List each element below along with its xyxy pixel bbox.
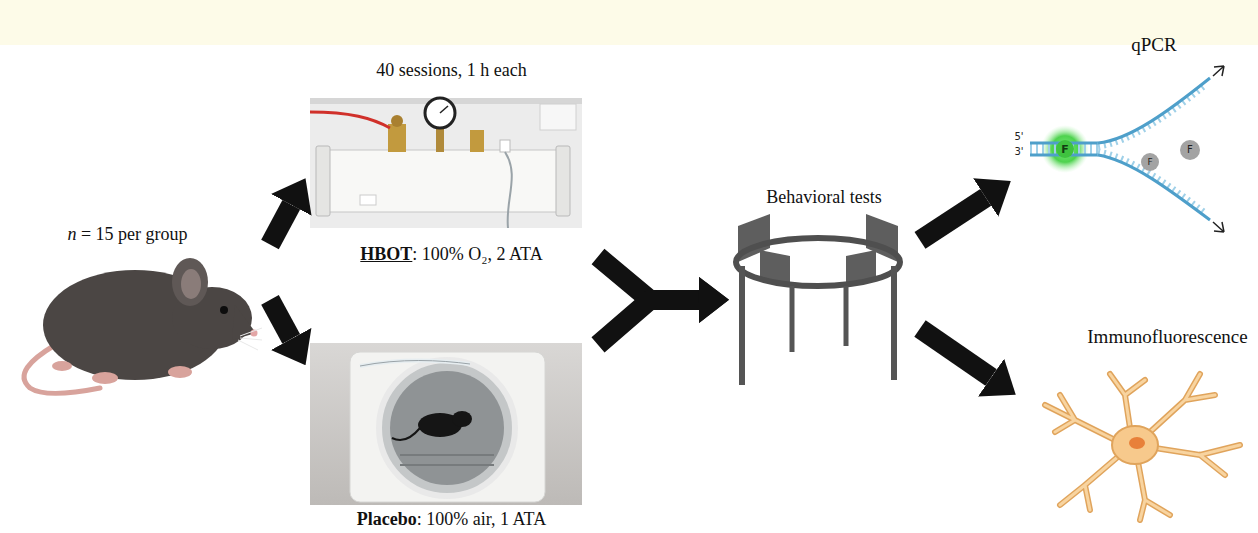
neuron-illustration-part — [1112, 426, 1158, 464]
maze-illustration-part — [891, 266, 897, 380]
block-arrow — [270, 205, 291, 245]
qpcr-illustration-part — [1141, 153, 1159, 171]
qpcr-illustration-part — [1098, 78, 1210, 143]
hbot-chamber-photo-part — [470, 130, 484, 152]
hbot-chamber-photo-part — [556, 146, 570, 216]
node-label-part: Placebo — [357, 509, 417, 529]
qpcr-illustration-part — [1213, 66, 1224, 76]
mouse-illustration-part — [172, 258, 208, 306]
hbot-chamber-photo-part — [322, 150, 562, 212]
hbot-chamber-photo-part — [310, 112, 390, 128]
qpcr-illustration-part — [1030, 144, 1098, 154]
mouse-illustration-part — [168, 366, 192, 378]
mouse-illustration-part — [52, 361, 72, 371]
node-label-part: n — [67, 224, 76, 244]
qpcr-illustration-part — [1213, 222, 1224, 232]
maze-illustration-part — [739, 266, 745, 385]
placebo-chamber-photo-part — [390, 371, 504, 485]
hbot-chamber-photo-part — [391, 115, 403, 127]
hbot-chamber-photo-part — [440, 106, 448, 113]
mouse-group: n = 15 per group — [15, 222, 270, 395]
placebo-chamber-photo-part — [360, 361, 470, 367]
hbot-chamber-photo — [310, 98, 582, 228]
neuron-illustration-part — [1045, 374, 1240, 520]
node-label: 40 sessions, 1 h each — [305, 60, 598, 81]
qpcr-illustration — [1030, 66, 1224, 232]
hbot-chamber-photo-part — [388, 124, 406, 152]
block-arrow — [920, 197, 986, 240]
immunofluorescence-panel: Immunofluorescence — [1015, 322, 1258, 528]
maze-illustration-part — [736, 238, 900, 286]
placebo-chamber: Placebo: 100% air, 1 ATA — [305, 335, 598, 531]
hbot-chamber-photo-part — [540, 104, 576, 130]
placebo-chamber-photo-part — [400, 455, 494, 465]
qpcr-illustration-part — [1180, 140, 1200, 160]
hbot-chamber-photo-part — [500, 140, 510, 152]
placebo-chamber-photo-part — [452, 411, 472, 427]
illustration-label: 3' — [1014, 147, 1023, 157]
block-arrow — [270, 300, 291, 339]
top-band — [0, 0, 1258, 45]
placebo-chamber-photo-part — [350, 352, 545, 502]
node-label-part: HBOT — [360, 244, 412, 264]
placebo-chamber-photo-part — [310, 343, 582, 505]
hbot-chamber: 40 sessions, 1 h eachHBOT: 100% O₂, 2 AT… — [305, 58, 598, 267]
mouse-illustration-part — [220, 306, 228, 314]
placebo-chamber-photo-part — [379, 360, 515, 496]
hbot-chamber-photo-part — [505, 152, 512, 228]
behavioral-apparatus: Behavioral tests — [728, 185, 920, 390]
illustration-label: 5' — [1014, 132, 1023, 142]
hbot-chamber-photo-part — [425, 98, 455, 128]
mouse-illustration — [24, 258, 262, 393]
node-label: Placebo: 100% air, 1 ATA — [305, 509, 598, 530]
placebo-chamber-photo-part — [360, 361, 470, 367]
maze-illustration-part — [844, 286, 849, 346]
node-label: HBOT: 100% O₂, 2 ATA — [305, 244, 598, 265]
neuron-illustration-part — [1129, 437, 1145, 449]
node-label: Behavioral tests — [728, 187, 920, 208]
node-label: n = 15 per group — [15, 224, 240, 245]
block-arrow — [598, 300, 699, 345]
illustration-label: F — [1147, 158, 1152, 167]
placebo-chamber-photo — [310, 343, 582, 505]
neuron-illustration-part — [1045, 374, 1240, 520]
neuron-illustration — [1045, 374, 1240, 520]
mouse-illustration-part — [181, 269, 201, 299]
node-label: Immunofluorescence — [1075, 326, 1258, 348]
maze-illustration-part — [790, 286, 795, 352]
qpcr-illustration-part — [1056, 140, 1074, 158]
hbot-chamber-photo-part — [360, 195, 376, 205]
block-arrow — [920, 329, 991, 378]
placebo-chamber-photo-part — [392, 428, 420, 440]
illustration-label: F — [1061, 144, 1069, 155]
mouse-illustration-part — [238, 328, 262, 350]
node-label: qPCR — [1050, 34, 1258, 56]
hbot-chamber-photo-part — [316, 146, 330, 216]
qpcr-panel: qPCR — [1010, 30, 1258, 232]
illustration-label: F — [1187, 145, 1193, 155]
mouse-illustration-part — [92, 372, 118, 384]
maze-illustration — [736, 214, 900, 385]
hbot-chamber-photo-part — [310, 98, 582, 228]
